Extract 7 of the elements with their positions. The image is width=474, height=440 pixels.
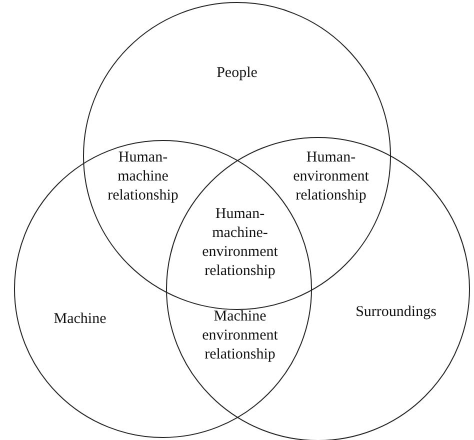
intersection-label: Machine environment relationship xyxy=(201,308,279,364)
intersection-label: Human-machine-environment relationship xyxy=(201,205,279,281)
set-label: People xyxy=(216,64,258,82)
intersection-label: Human-environment relationship xyxy=(292,148,370,206)
set-label: Surroundings xyxy=(356,303,436,321)
intersection-label: Human-machine relationship xyxy=(106,148,180,206)
set-label: Machine xyxy=(54,310,106,328)
